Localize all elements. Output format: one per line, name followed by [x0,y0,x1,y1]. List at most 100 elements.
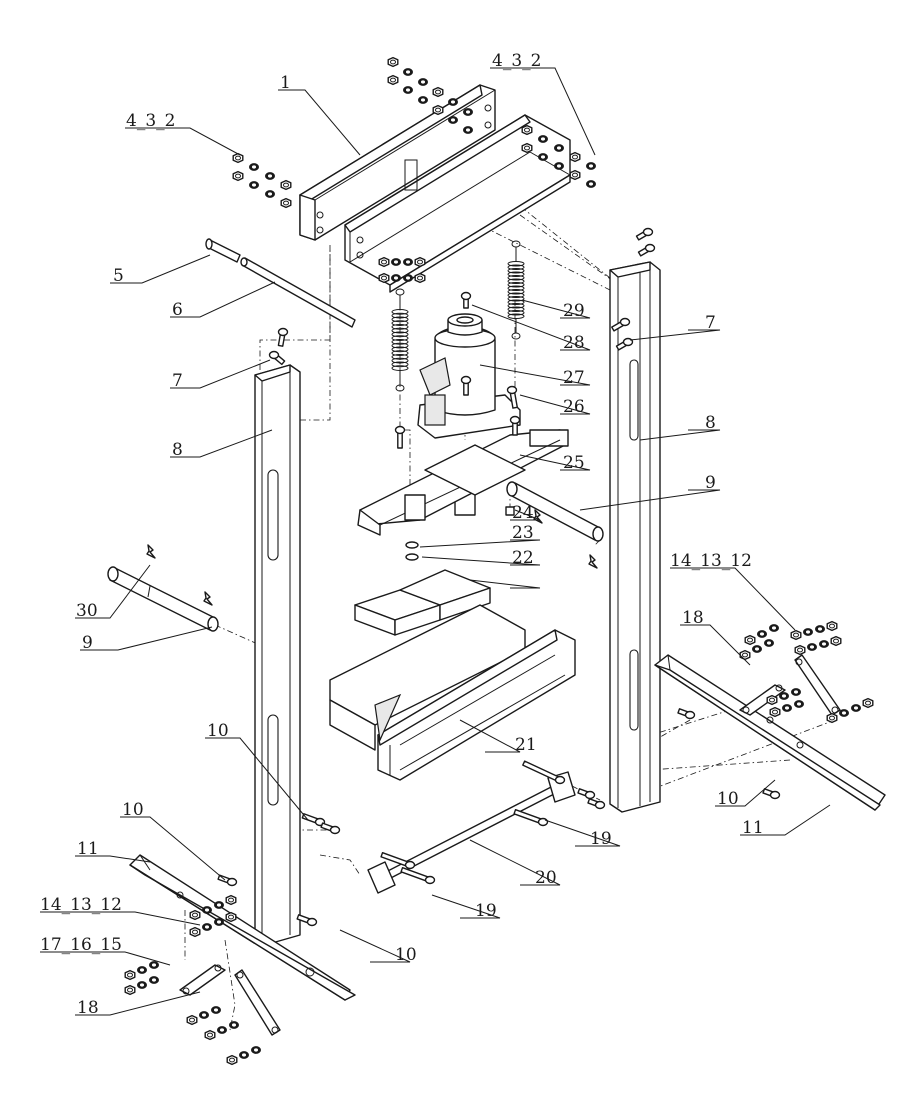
nut [744,634,756,646]
callout-20: 20 [535,868,557,888]
washer [538,135,548,143]
callout-8-right: 8 [705,413,716,433]
callout-18-left: 18 [77,998,99,1018]
washer [448,98,458,106]
callout-11-left: 11 [77,839,99,859]
jack-fasteners [405,506,515,561]
callout-10-mid: 10 [207,721,229,741]
callout-10-bottom: 10 [395,945,417,965]
washer [807,643,817,651]
bolt [635,227,654,241]
callout-30: 30 [76,601,98,621]
bolt [611,317,631,332]
bolt [513,808,549,827]
washer [265,172,275,180]
bolt [522,760,566,785]
washer [214,918,224,926]
nut [280,179,292,191]
lower-bed [329,604,576,781]
nut [432,86,444,98]
washer [757,630,767,638]
washer [819,640,829,648]
washer [554,144,564,152]
washer [554,162,564,170]
bolt [460,291,472,309]
nut [794,644,806,656]
washer [249,181,259,189]
washer [803,628,813,636]
callout-28: 28 [563,333,585,353]
washer [137,966,147,974]
callout-10-left: 10 [122,800,144,820]
washer [794,700,804,708]
bolt [506,385,518,409]
right-upright [609,261,661,813]
nut [378,256,390,268]
nut [769,706,781,718]
washer [463,108,473,116]
washer [249,163,259,171]
washer [782,704,792,712]
nut [826,620,838,632]
washer [815,625,825,633]
callout-14-13-12-left: 14_13_12 [40,895,122,915]
washer [779,692,789,700]
washer [199,1011,209,1019]
bolt [380,851,416,870]
nut [521,142,533,154]
nut [225,911,237,923]
spring [391,288,409,392]
washer [149,961,159,969]
nut [204,1029,216,1041]
callout-10-right: 10 [717,789,739,809]
nut [280,197,292,209]
foot-left [129,854,356,1001]
nut [830,635,842,647]
callout-7-left: 7 [172,371,183,391]
callout-21: 21 [515,735,537,755]
washer [418,96,428,104]
washer [403,274,413,282]
press-blocks [354,569,491,636]
nut [124,969,136,981]
washer [202,906,212,914]
bolt [762,788,781,800]
callout-4-3-2-top: 4_3_2 [492,51,541,71]
nut [766,694,778,706]
washer [586,180,596,188]
washer [752,645,762,653]
callout-18-right: 18 [682,608,704,628]
nut [387,56,399,68]
leader-lines [40,67,831,1016]
washer [217,1026,227,1034]
washer [463,126,473,134]
washer [229,1021,239,1029]
springs [391,240,525,392]
nut [189,926,201,938]
bolt [296,914,318,927]
callout-9-left: 9 [82,633,93,653]
bolt [301,813,326,827]
nut [569,151,581,163]
rod-5-6 [205,238,356,328]
washer [403,86,413,94]
callout-29: 29 [563,301,585,321]
callout-1: 1 [280,73,291,93]
nut [414,272,426,284]
bottle-jack [417,313,521,516]
nut [414,256,426,268]
callout-22: 22 [512,548,534,568]
nut [186,1014,198,1026]
nut [226,1054,238,1066]
callout-8-left: 8 [172,440,183,460]
washer [214,901,224,909]
bolt [320,822,341,835]
callout-9-right: 9 [705,473,716,493]
bolt [637,243,656,257]
washer [391,274,401,282]
nut [862,697,874,709]
nut [225,894,237,906]
link-plates-right [739,654,841,716]
washer [251,1046,261,1054]
